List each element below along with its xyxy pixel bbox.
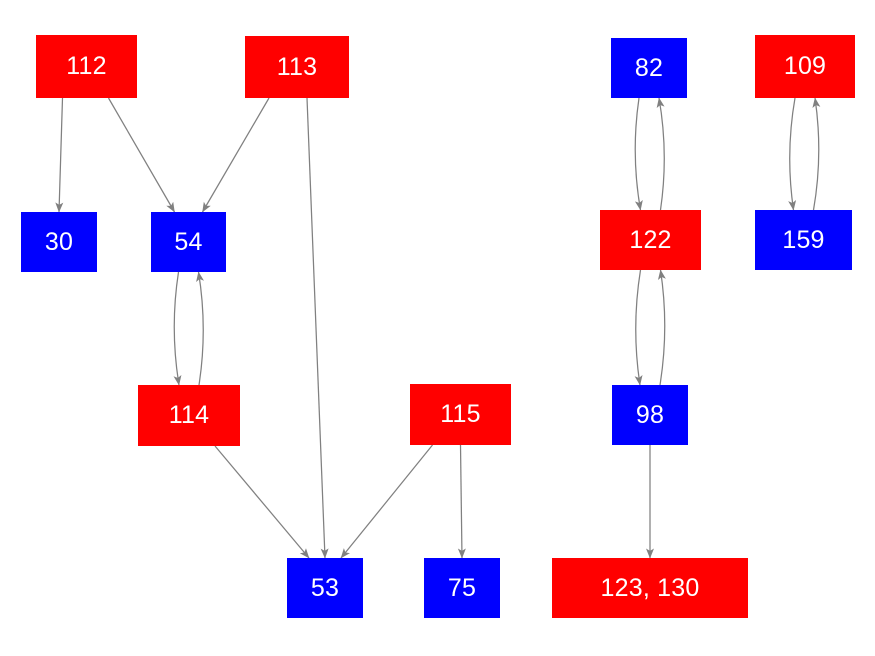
graph-edge (634, 97, 643, 211)
graph-node-159[interactable]: 159 (755, 210, 852, 270)
graph-node-109[interactable]: 109 (755, 35, 855, 98)
graph-node-53[interactable]: 53 (287, 558, 363, 618)
graph-node-label: 112 (66, 52, 107, 80)
graph-node-115[interactable]: 115 (410, 384, 511, 445)
graph-node-label: 98 (635, 400, 665, 429)
graph-node-54[interactable]: 54 (151, 212, 226, 272)
graph-node-75[interactable]: 75 (424, 558, 500, 618)
graph-node-label: 109 (783, 52, 827, 80)
edge-group (55, 97, 821, 559)
graph-edge (173, 271, 182, 386)
graph-edge (812, 97, 821, 211)
graph-edge (201, 97, 270, 213)
graph-edge (55, 97, 64, 213)
graph-node-113[interactable]: 113 (245, 36, 349, 98)
graph-edge (107, 97, 176, 213)
graph-node-label: 113 (276, 52, 318, 81)
graph-edge (340, 444, 433, 559)
graph-node-98[interactable]: 98 (612, 385, 688, 445)
graph-edge (306, 97, 329, 559)
graph-node-label: 114 (168, 401, 210, 429)
graph-edge (656, 97, 665, 211)
graph-node-123-130[interactable]: 123, 130 (552, 558, 748, 618)
graph-node-label: 75 (447, 573, 477, 602)
graph-edge (657, 269, 666, 386)
graph-node-82[interactable]: 82 (611, 38, 687, 98)
graph-edge (457, 444, 466, 559)
graph-node-label: 30 (44, 227, 74, 256)
graph-node-label: 82 (634, 53, 664, 82)
graph-edge (214, 445, 310, 559)
graph-edge (788, 97, 797, 211)
graph-node-30[interactable]: 30 (21, 212, 97, 272)
graph-node-label: 123, 130 (600, 573, 700, 602)
graph-node-label: 53 (310, 573, 340, 602)
graph-node-112[interactable]: 112 (36, 35, 137, 98)
graph-node-114[interactable]: 114 (138, 385, 240, 446)
graph-edge (196, 271, 204, 386)
graph-node-label: 159 (782, 225, 825, 254)
graph-edge (634, 269, 643, 386)
graph-node-122[interactable]: 122 (600, 210, 701, 270)
graph-node-label: 115 (440, 400, 481, 428)
graph-node-label: 54 (174, 227, 203, 256)
graph-node-label: 122 (629, 225, 672, 254)
